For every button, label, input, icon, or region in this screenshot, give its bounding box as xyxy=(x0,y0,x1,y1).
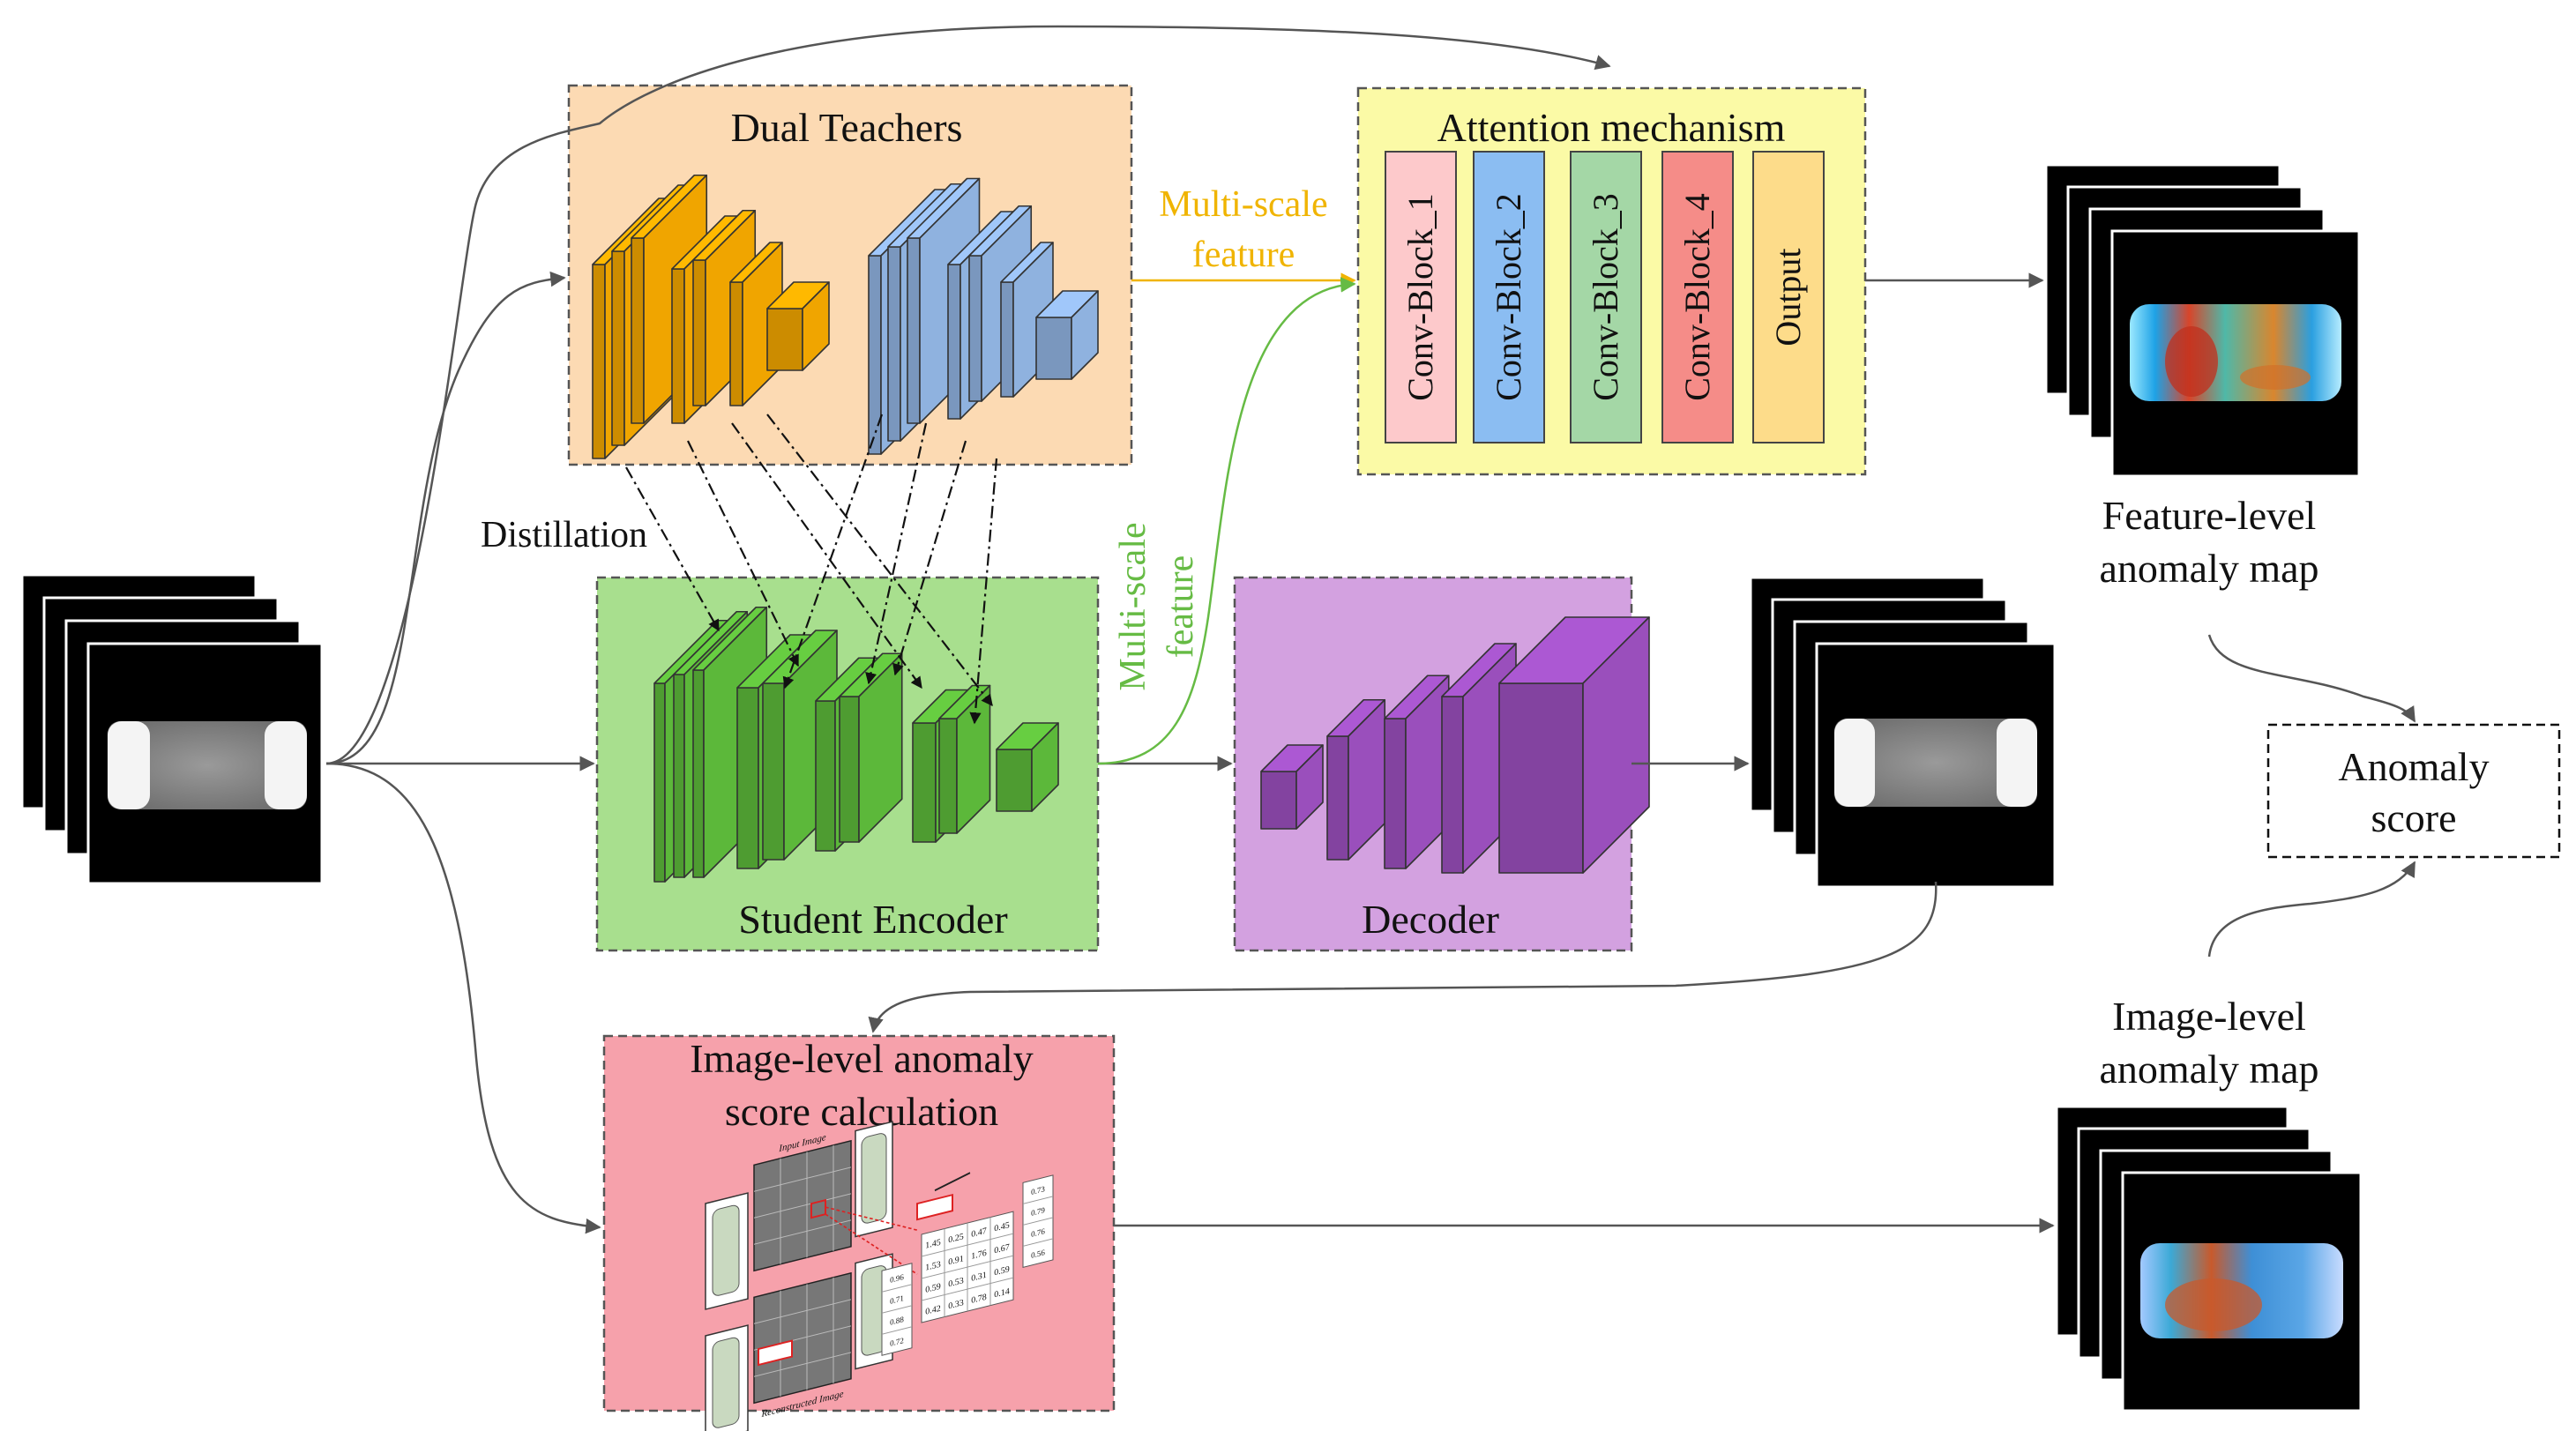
cube-layer xyxy=(996,722,1059,812)
cube-layer xyxy=(1260,744,1324,830)
multiscale-top-label-1: Multi-scale xyxy=(1159,184,1327,225)
cube-layer xyxy=(1035,290,1099,380)
image-map-label-2: anomaly map xyxy=(2099,1047,2318,1092)
conv-block-2: Conv-Block_2 xyxy=(1473,151,1545,443)
input-ct-stack xyxy=(20,573,324,885)
teacher-network-yellow xyxy=(592,174,830,459)
distillation-lines xyxy=(625,414,998,725)
inset-grid-values: 1.45 0.25 0.47 0.45 1.53 0.91 1.76 0.67 … xyxy=(925,1220,1009,1317)
svg-text:0.91: 0.91 xyxy=(948,1254,963,1267)
output-block: Output xyxy=(1752,151,1825,443)
svg-text:0.76: 0.76 xyxy=(1031,1226,1045,1239)
image-map-label-1: Image-level xyxy=(2112,994,2306,1039)
svg-text:0.14: 0.14 xyxy=(994,1286,1009,1300)
multiscale-mid-label-1: Multi-scale xyxy=(1113,522,1154,690)
svg-text:1.53: 1.53 xyxy=(925,1260,940,1273)
attention-title: Attention mechanism xyxy=(1437,105,1786,150)
svg-text:0.59: 0.59 xyxy=(925,1282,940,1295)
svg-text:0.78: 0.78 xyxy=(971,1293,986,1306)
anomaly-score-label-2: score xyxy=(2371,795,2456,840)
svg-text:Conv-Block_1: Conv-Block_1 xyxy=(1400,193,1440,401)
conv-block-4: Conv-Block_4 xyxy=(1661,151,1734,443)
svg-text:0.31: 0.31 xyxy=(971,1271,986,1284)
cube-layer xyxy=(1384,675,1450,869)
dual-teachers-title: Dual Teachers xyxy=(731,105,963,150)
reconstructed-image-stack xyxy=(1749,576,2057,889)
arrow-encoder-to-attention xyxy=(1097,277,1356,765)
svg-text:0.45: 0.45 xyxy=(994,1220,1009,1233)
arrow-input-to-top xyxy=(325,25,1611,765)
student-network xyxy=(653,606,1059,883)
svg-text:0.59: 0.59 xyxy=(994,1264,1009,1278)
feature-level-map-stack xyxy=(2044,163,2361,478)
svg-text:0.47: 0.47 xyxy=(971,1226,986,1240)
svg-text:0.33: 0.33 xyxy=(948,1298,963,1311)
svg-text:Conv-Block_3: Conv-Block_3 xyxy=(1586,193,1625,401)
image-level-title-2: score calculation xyxy=(725,1089,998,1134)
svg-text:0.25: 0.25 xyxy=(948,1232,963,1245)
svg-text:1.76: 1.76 xyxy=(971,1248,986,1262)
svg-text:0.67: 0.67 xyxy=(994,1242,1009,1256)
anomaly-score-label-1: Anomaly xyxy=(2338,744,2489,789)
svg-text:0.53: 0.53 xyxy=(948,1276,963,1289)
svg-text:0.71: 0.71 xyxy=(890,1293,904,1306)
svg-text:1.45: 1.45 xyxy=(925,1238,940,1251)
image-level-map-stack xyxy=(2055,1105,2363,1412)
svg-text:0.73: 0.73 xyxy=(1031,1184,1045,1196)
svg-text:0.42: 0.42 xyxy=(925,1304,940,1317)
conv-block-3: Conv-Block_3 xyxy=(1570,151,1642,443)
arrow-image-map-to-score xyxy=(2207,861,2416,958)
cube-layer xyxy=(1326,698,1386,861)
arrow-recon-to-image-level xyxy=(868,881,1938,1033)
svg-text:Output: Output xyxy=(1768,248,1808,346)
connection-arrows xyxy=(325,25,2416,1234)
teacher-network-blue xyxy=(868,177,1099,455)
cube-layer xyxy=(766,281,830,371)
svg-text:0.72: 0.72 xyxy=(890,1336,904,1348)
arrow-input-to-teachers xyxy=(325,271,566,765)
cube-layer xyxy=(1498,616,1650,874)
cube-layer xyxy=(938,684,991,834)
anomaly-score-box xyxy=(2266,723,2561,859)
arrow-input-to-image-level xyxy=(325,762,601,1234)
feature-map-label-1: Feature-level xyxy=(2102,493,2317,538)
svg-text:Conv-Block_2: Conv-Block_2 xyxy=(1489,193,1528,401)
svg-text:0.96: 0.96 xyxy=(890,1272,904,1285)
conv-block-1: Conv-Block_1 xyxy=(1385,151,1457,443)
cube-layer xyxy=(839,652,903,843)
svg-text:0.88: 0.88 xyxy=(890,1315,904,1327)
decoder-title: Decoder xyxy=(1362,897,1499,942)
multiscale-top-label-2: feature xyxy=(1192,235,1295,275)
distillation-label: Distillation xyxy=(481,515,647,555)
student-encoder-title: Student Encoder xyxy=(738,897,1007,942)
svg-text:0.79: 0.79 xyxy=(1031,1205,1045,1218)
decoder-network xyxy=(1260,616,1650,874)
feature-map-label-2: anomaly map xyxy=(2099,546,2318,591)
arrow-feature-map-to-score xyxy=(2207,634,2416,723)
image-level-title-1: Image-level anomaly xyxy=(690,1036,1034,1081)
svg-text:0.56: 0.56 xyxy=(1031,1248,1045,1260)
svg-text:Conv-Block_4: Conv-Block_4 xyxy=(1677,193,1717,401)
multiscale-mid-label-2: feature xyxy=(1161,555,1201,659)
